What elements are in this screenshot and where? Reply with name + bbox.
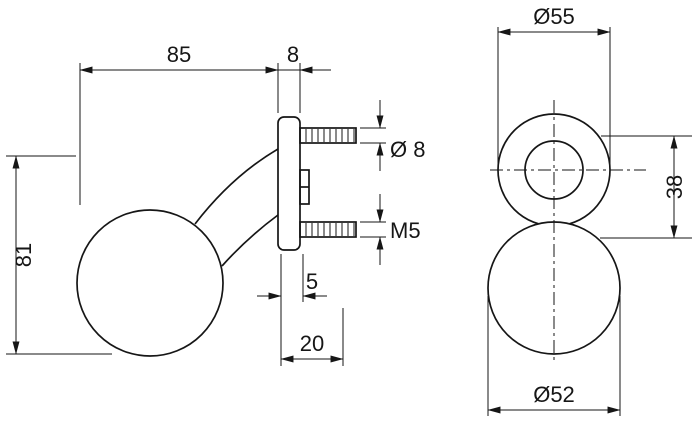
dim-81-label: 81 — [11, 243, 36, 267]
dim-85-label: 85 — [167, 42, 191, 67]
dim-85: 85 — [79, 42, 279, 205]
screw-top — [299, 127, 357, 144]
dim-screw-dia-label: Ø 8 — [390, 137, 425, 162]
rose-plate-side — [277, 116, 301, 251]
dim-20-label: 20 — [300, 331, 324, 356]
dim-knob-dia-label: Ø52 — [533, 382, 575, 407]
dim-knob-dia: Ø52 — [487, 296, 621, 416]
dim-38: 38 — [600, 135, 692, 239]
dim-8-label: 8 — [287, 42, 299, 67]
side-view — [76, 116, 357, 357]
screw-bottom — [299, 221, 357, 238]
dim-rose-dia: Ø55 — [497, 4, 611, 164]
knob-ball-side — [76, 209, 224, 357]
dim-81: 81 — [6, 155, 112, 355]
dim-5: 5 — [257, 254, 327, 366]
neck-bottom-line — [221, 214, 279, 267]
dim-5-label: 5 — [306, 269, 318, 294]
dim-8: 8 — [278, 42, 331, 113]
neck-top-line — [194, 148, 279, 225]
dim-thread-label: M5 — [390, 218, 421, 243]
dim-20: 20 — [280, 308, 344, 366]
dim-rose-dia-label: Ø55 — [533, 4, 575, 29]
thread-hatching — [305, 129, 355, 236]
dim-38-label: 38 — [662, 175, 687, 199]
dim-thread: M5 — [360, 194, 421, 265]
centerlines — [490, 100, 646, 364]
dim-screw-dia: Ø 8 — [360, 100, 425, 171]
